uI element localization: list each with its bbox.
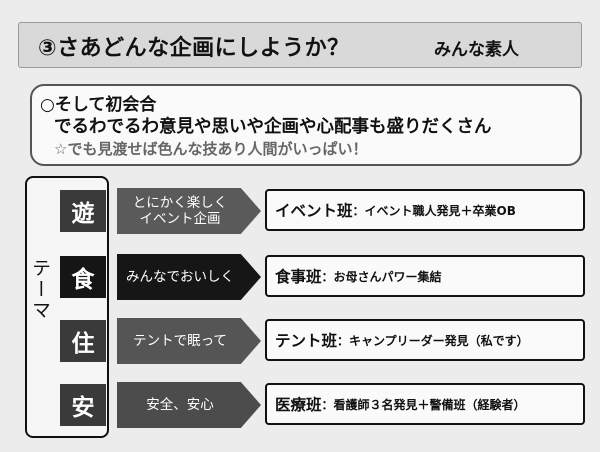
theme-arrow-label: とにかく楽しく イベント企画 [132, 195, 228, 227]
theme-arrow-label: テントで眠って [133, 333, 227, 349]
team-name: 医療班 [275, 396, 322, 414]
theme-arrow-label: みんなでおいしく [126, 269, 234, 285]
intro-heading: ○そして初会合 [40, 95, 157, 115]
team-box-event: イベント班：イベント職人発見＋卒業OB [265, 189, 585, 231]
intro-box [30, 84, 582, 166]
team-detail: ：お母さんパワー集結 [321, 269, 442, 284]
theme-label: テーマ [29, 258, 51, 321]
theme-arrow-safety: 安全、安心 [117, 382, 261, 428]
theme-kanji-food: 食 [60, 256, 106, 298]
slide-subtitle: みんな素人 [434, 40, 519, 60]
team-detail: ：イベント職人発見＋卒業OB [352, 203, 516, 218]
theme-arrow-food: みんなでおいしく [117, 254, 261, 300]
theme-kanji-safety: 安 [60, 384, 106, 426]
theme-kanji-shelter: 住 [60, 320, 106, 362]
theme-kanji-play: 遊 [60, 190, 106, 232]
title-bar [18, 22, 582, 68]
team-name: テント班 [275, 332, 338, 350]
intro-note: ☆でも見渡せば色んな技あり人間がいっぱい！ [54, 140, 368, 158]
team-box-medical: 医療班：看護師３名発見＋警備班（経験者） [265, 383, 585, 425]
intro-body: でるわでるわ意見や思いや企画や心配事も盛りだくさん [54, 117, 492, 137]
team-box-meal: 食事班：お母さんパワー集結 [265, 255, 585, 297]
team-name: 食事班 [275, 268, 322, 286]
team-detail: ：キャンプリーダー発見（私です） [337, 333, 529, 348]
team-box-tent: テント班：キャンプリーダー発見（私です） [265, 319, 585, 361]
theme-arrow-shelter: テントで眠って [117, 318, 261, 364]
theme-arrow-play: とにかく楽しく イベント企画 [117, 188, 261, 234]
slide-title: ③さあどんな企画にしようか？ [38, 36, 350, 61]
team-detail: ：看護師３名発見＋警備班（経験者） [321, 397, 526, 412]
theme-arrow-label: 安全、安心 [146, 397, 214, 413]
team-name: イベント班 [275, 202, 353, 220]
